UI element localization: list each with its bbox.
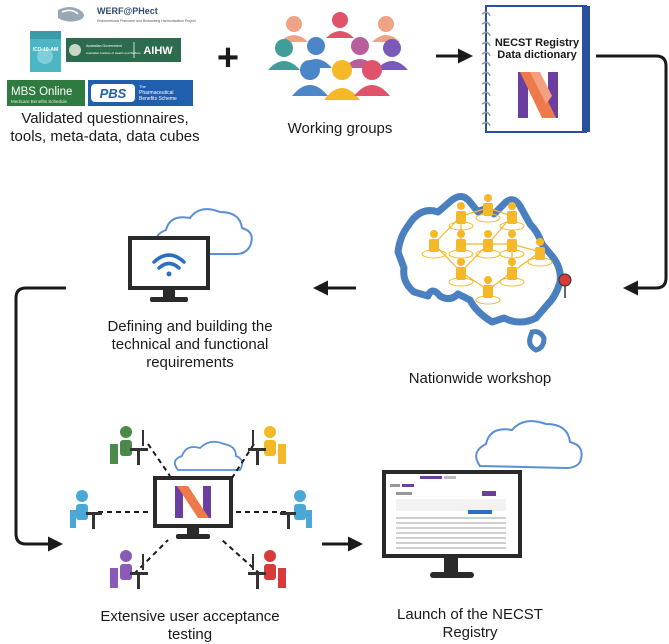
desk-person-icon [248, 426, 286, 465]
pbs-line3: Benefits Scheme [139, 96, 177, 102]
defining-line3: requirements [146, 354, 234, 371]
desk-person-icon [70, 490, 102, 529]
caption-nationwide: Nationwide workshop [408, 370, 552, 387]
australia-map-icon [394, 193, 572, 353]
flow-arrows [14, 48, 668, 552]
pbs-line2: Pharmaceutical [139, 90, 173, 96]
mbs-title: MBS Online [11, 86, 72, 98]
location-pin-icon [558, 273, 572, 298]
werf-sub: Endometriosis Phenome and Biobanking Har… [97, 19, 196, 23]
defining-line1: Defining and building the [107, 318, 273, 335]
aihw-inst: Australian Institute of Health and Welfa… [86, 51, 141, 55]
icd-label: ICD-10-AM [33, 47, 58, 53]
notebook-icon: NECST Registry Data dictionary [481, 5, 590, 133]
arrow-to-workshop [596, 54, 668, 296]
necst-brand-mark [175, 486, 211, 518]
desk-person-icon [280, 490, 312, 529]
uat-line1: Extensive user acceptance [100, 608, 280, 625]
uat-line2: testing [167, 626, 213, 643]
caption-defining: Defining and building the technical and … [80, 318, 300, 372]
cloud-icon [475, 420, 583, 470]
caption-uat: Extensive user acceptance testing [80, 608, 300, 644]
group-people-icon [268, 12, 408, 100]
defining-monitor-group [128, 208, 253, 302]
werf-logo: WERF@PHect Endometriosis Phenome and Bio… [58, 6, 196, 23]
dashed-connectors [98, 443, 286, 575]
aihw-logo: Australian Government Australian Institu… [66, 38, 181, 62]
uat-group [70, 426, 312, 589]
registry-screen-icon [382, 470, 522, 578]
desk-person-icon [248, 550, 286, 589]
caption-validated: Validated questionnaires, tools, meta-da… [0, 110, 210, 146]
plus-sign: + [217, 37, 239, 79]
validated-line2: tools, meta-data, data cubes [10, 128, 200, 145]
icd-book-icon: ICD-10-AM [30, 31, 61, 72]
defining-line2: technical and functional [111, 336, 269, 353]
cloud-icon [173, 440, 244, 471]
pbs-abbr: PBS [100, 86, 127, 101]
launch-line1: Launch of the NECST [397, 606, 543, 623]
caption-working-groups: Working groups [287, 120, 393, 137]
aihw-gov: Australian Government [86, 44, 122, 48]
dictionary-line2: Data dictionary [497, 49, 577, 61]
dictionary-line1: NECST Registry [495, 37, 580, 49]
pbs-logo: PBS The Pharmaceutical Benefits Scheme [88, 80, 193, 106]
wifi-icon [152, 253, 186, 277]
desk-person-icon [110, 426, 148, 465]
launch-line2: Registry [442, 624, 498, 641]
werf-name: WERF@PHect [97, 6, 158, 16]
aihw-abbr: AIHW [143, 45, 173, 57]
desk-person-icon [110, 550, 148, 589]
necst-brand-mark [518, 72, 558, 118]
mbs-sub: Medicare Benefits Schedule [11, 99, 68, 104]
arrow-to-uat [14, 286, 66, 552]
launch-group [382, 420, 583, 578]
monitor-icon [128, 236, 210, 302]
caption-launch: Launch of the NECST Registry [380, 606, 560, 642]
mbs-logo: MBS Online Medicare Benefits Schedule [7, 80, 85, 106]
validated-line1: Validated questionnaires, [21, 110, 189, 127]
pbs-line1: The [139, 84, 147, 89]
